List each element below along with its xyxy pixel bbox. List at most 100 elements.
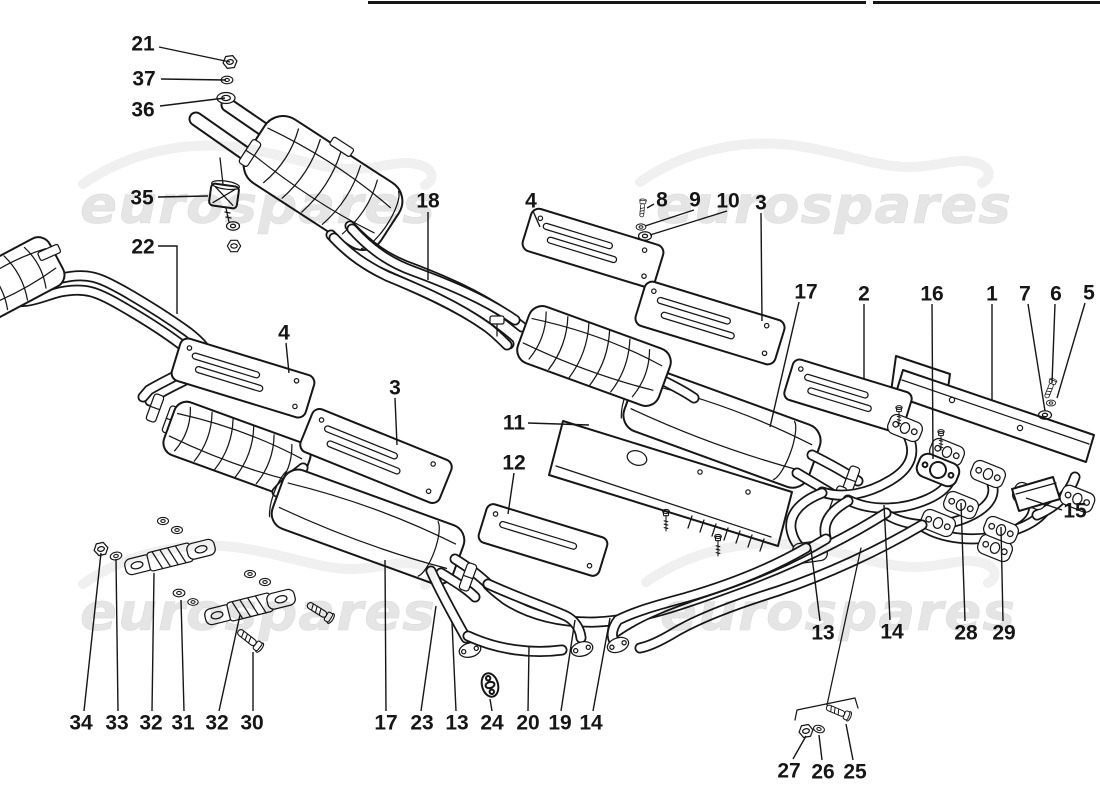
shield-fasteners-8-9-10 bbox=[635, 198, 653, 241]
part-label-17: 17 bbox=[769, 281, 818, 428]
svg-text:28: 28 bbox=[954, 622, 978, 645]
svg-text:31: 31 bbox=[171, 712, 195, 735]
heat-shield-3-left bbox=[299, 407, 453, 505]
part-label-33: 33 bbox=[105, 558, 129, 735]
svg-text:32: 32 bbox=[139, 712, 162, 735]
heat-shield-12 bbox=[477, 503, 609, 577]
wrapped-silencer-center bbox=[516, 305, 672, 407]
part-label-10: 10 bbox=[649, 190, 740, 236]
part-label-36: 36 bbox=[131, 97, 226, 122]
svg-text:3: 3 bbox=[389, 377, 401, 400]
bolt-25 bbox=[824, 701, 854, 723]
part-label-8: 8 bbox=[646, 189, 668, 212]
svg-text:3: 3 bbox=[755, 192, 767, 215]
manifold-flange bbox=[884, 411, 926, 445]
svg-text:2: 2 bbox=[858, 283, 870, 306]
svg-text:21: 21 bbox=[131, 33, 155, 56]
part-label-4: 4 bbox=[278, 322, 290, 374]
nut-27 bbox=[797, 723, 815, 739]
svg-text:19: 19 bbox=[548, 712, 571, 735]
watermark-top-right: eurospares bbox=[640, 144, 1012, 236]
part-label-19: 19 bbox=[548, 619, 576, 735]
svg-text:10: 10 bbox=[716, 190, 739, 213]
bolt-8 bbox=[637, 198, 647, 218]
svg-text:32: 32 bbox=[205, 712, 228, 735]
wrapped-silencer-left bbox=[162, 400, 312, 498]
nut-below-mount bbox=[226, 239, 242, 253]
manifold-fasteners-25-26-27 bbox=[794, 547, 862, 739]
watermark-text: eurospares bbox=[80, 583, 436, 643]
part-label-4: 4 bbox=[525, 190, 541, 228]
part-label-17: 17 bbox=[374, 559, 398, 735]
svg-text:37: 37 bbox=[132, 68, 155, 91]
intermediate-pipe-18 bbox=[328, 223, 521, 351]
manifold-flange bbox=[967, 457, 1009, 491]
svg-text:27: 27 bbox=[777, 760, 800, 783]
washer-9 bbox=[635, 223, 647, 231]
part-label-21: 21 bbox=[131, 33, 231, 63]
part-label-29: 29 bbox=[992, 526, 1016, 645]
stud-bolt bbox=[662, 508, 670, 532]
watermark-layer: eurospares eurospares eurospares eurospa… bbox=[80, 144, 1015, 643]
watermark-top-left: eurospares bbox=[80, 146, 436, 236]
heat-shield-2 bbox=[783, 358, 913, 434]
heat-shield-4-center bbox=[521, 207, 665, 289]
part-label-1: 1 bbox=[986, 283, 998, 401]
svg-text:24: 24 bbox=[480, 712, 504, 735]
svg-text:20: 20 bbox=[516, 712, 539, 735]
svg-text:17: 17 bbox=[374, 712, 397, 735]
part-label-11: 11 bbox=[503, 412, 590, 435]
part-label-16: 16 bbox=[920, 283, 944, 460]
washer-10 bbox=[637, 231, 653, 241]
part-label-23: 23 bbox=[410, 605, 437, 735]
part-label-3: 3 bbox=[755, 192, 767, 322]
svg-text:13: 13 bbox=[445, 712, 468, 735]
part-label-30: 30 bbox=[240, 652, 264, 735]
svg-text:36: 36 bbox=[131, 99, 154, 122]
part-label-9: 9 bbox=[644, 189, 701, 227]
part-label-26: 26 bbox=[811, 734, 835, 784]
svg-text:7: 7 bbox=[1019, 283, 1031, 306]
part-label-7: 7 bbox=[1019, 283, 1046, 412]
watermark-text: eurospares bbox=[656, 176, 1012, 236]
part-label-20: 20 bbox=[516, 646, 540, 735]
part-label-18: 18 bbox=[416, 190, 440, 280]
svg-text:14: 14 bbox=[579, 712, 603, 735]
svg-text:16: 16 bbox=[920, 283, 943, 306]
part-label-27: 27 bbox=[777, 735, 807, 783]
svg-text:33: 33 bbox=[105, 712, 128, 735]
part-label-31: 31 bbox=[171, 599, 195, 735]
svg-text:9: 9 bbox=[689, 189, 701, 212]
part-label-13: 13 bbox=[445, 621, 469, 735]
svg-text:35: 35 bbox=[130, 187, 154, 210]
svg-text:1: 1 bbox=[986, 283, 998, 306]
part-label-3: 3 bbox=[389, 377, 401, 446]
washer-26 bbox=[812, 723, 826, 735]
svg-text:11: 11 bbox=[503, 412, 526, 435]
part-label-6: 6 bbox=[1050, 283, 1062, 384]
watermark-bottom-right: eurospares bbox=[646, 544, 1015, 643]
svg-text:22: 22 bbox=[131, 236, 154, 259]
svg-text:4: 4 bbox=[278, 322, 290, 345]
bracket-15 bbox=[1011, 476, 1061, 512]
svg-text:30: 30 bbox=[240, 712, 263, 735]
svg-text:4: 4 bbox=[525, 190, 537, 213]
svg-text:14: 14 bbox=[880, 621, 904, 644]
svg-text:23: 23 bbox=[410, 712, 433, 735]
part-label-12: 12 bbox=[502, 452, 526, 515]
pipe-hanger-bracket bbox=[37, 243, 62, 262]
part-label-37: 37 bbox=[132, 68, 227, 91]
rubber-mount-35 bbox=[208, 157, 241, 223]
svg-text:29: 29 bbox=[992, 622, 1015, 645]
svg-text:8: 8 bbox=[656, 189, 668, 212]
svg-text:26: 26 bbox=[811, 761, 834, 784]
svg-text:18: 18 bbox=[416, 190, 440, 213]
svg-text:34: 34 bbox=[69, 712, 93, 735]
part-label-5: 5 bbox=[1056, 282, 1095, 399]
exhaust-gasket-24 bbox=[480, 672, 500, 698]
svg-text:5: 5 bbox=[1083, 282, 1095, 305]
pipe-flange-19 bbox=[568, 638, 596, 660]
